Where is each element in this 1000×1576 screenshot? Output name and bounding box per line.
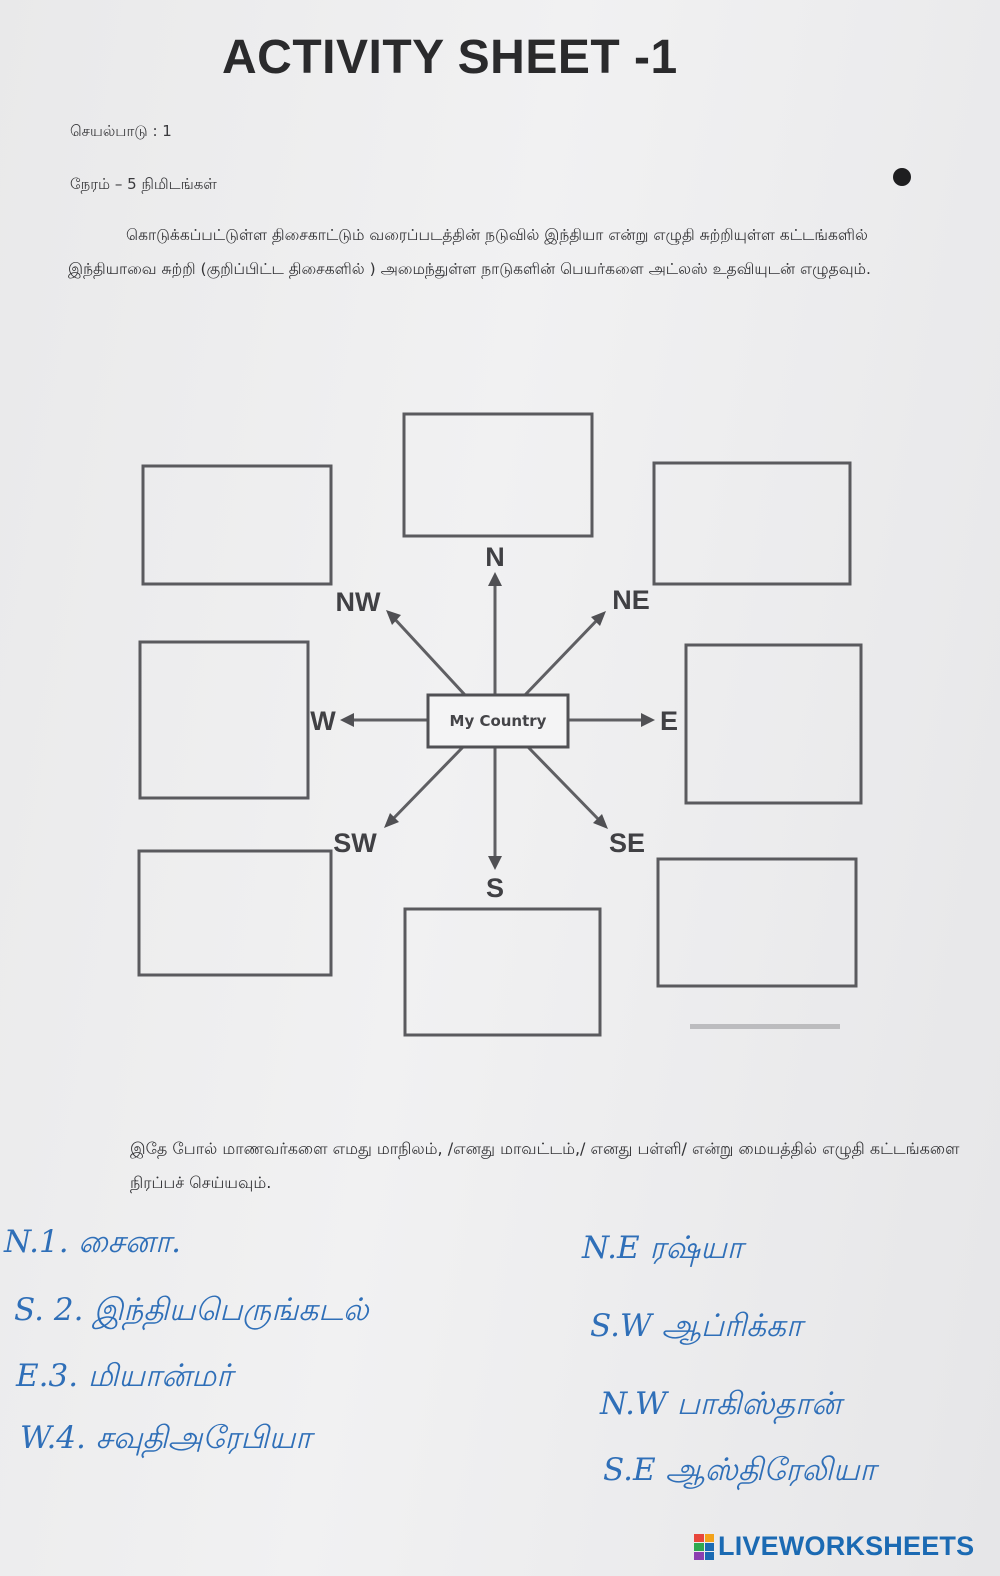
arrowhead-east [641,713,655,727]
label-northeast: NE [612,585,650,615]
box-northeast[interactable] [652,461,852,586]
box-north[interactable] [402,412,594,538]
answer-south: S. 2. இந்தியபெருங்கடல் [14,1292,369,1328]
print-smudge [690,1024,840,1029]
answer-north: N.1. சைனா. [4,1224,182,1260]
answer-southwest: S.W ஆப்ரிக்கா [590,1308,803,1344]
instruction-paragraph: கொடுக்கப்பட்டுள்ள திசைகாட்டும் வரைப்படத்… [68,226,871,278]
answer-southeast: S.E ஆஸ்திரேலியா [603,1452,876,1488]
box-south[interactable] [403,907,602,1037]
extension-instruction: இதே போல் மாணவர்களை எமது மாநிலம், /எனது ம… [130,1139,960,1192]
arrowhead-northeast [591,611,606,626]
arrow-southeast [526,745,604,825]
arrowhead-southeast [593,814,608,829]
box-southwest[interactable] [137,849,333,977]
ink-dot [893,168,911,186]
center-label: My Country [450,712,547,730]
brand-name: LIVEWORKSHEETS [718,1531,975,1561]
arrowhead-west [340,713,354,727]
liveworksheets-logo-icon [694,1533,714,1560]
arrowhead-south [488,856,502,870]
answer-northeast: N.E ரஷ்யா [582,1230,743,1266]
arrow-northwest [390,614,467,697]
label-northwest: NW [336,587,381,617]
answer-east: E.3. மியான்மர் [16,1358,233,1394]
answer-west: W.4. சவுதிஅரேபியா [20,1420,312,1456]
label-south: S [486,873,504,903]
liveworksheets-logo[interactable]: LIVEWORKSHEETS [694,1531,974,1562]
label-west: W [310,706,336,736]
label-east: E [660,706,678,736]
arrowhead-southwest [384,813,399,828]
arrow-southwest [388,745,465,824]
box-east[interactable] [684,643,863,805]
label-north: N [485,542,505,572]
arrow-northeast [523,615,602,697]
box-northwest[interactable] [141,464,333,586]
box-southeast[interactable] [656,857,858,988]
label-southeast: SE [609,828,645,858]
center-country-box[interactable] [426,693,570,749]
arrowhead-northwest [386,610,401,625]
activity-number: செயல்பாடு : 1 [70,122,172,140]
label-southwest: SW [333,828,377,858]
compass-diagram: My Country N S W E NW NE SW SE [137,412,863,1037]
sheet-title: ACTIVITY SHEET -1 [222,31,678,84]
box-west[interactable] [138,640,310,800]
arrowhead-north [488,572,502,586]
answer-northwest: N.W பாகிஸ்தான் [600,1386,842,1422]
time-allowed: நேரம் – 5 நிமிடங்கள் [70,175,217,193]
